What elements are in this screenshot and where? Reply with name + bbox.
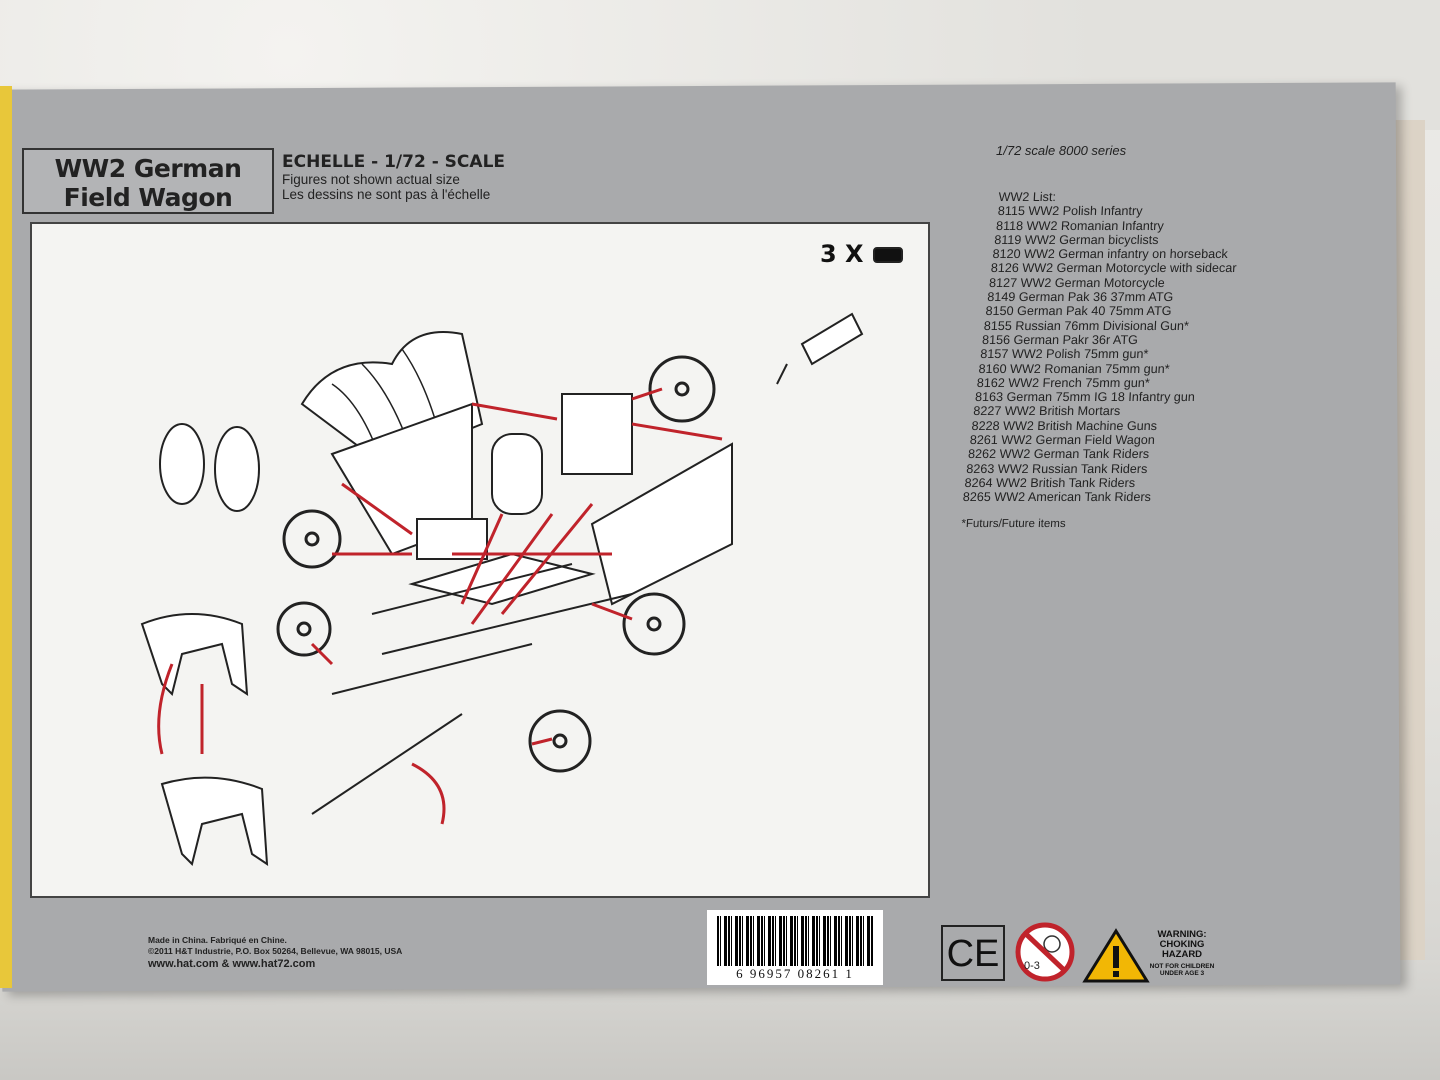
quantity-label: 3 X (820, 240, 864, 268)
box-yellow-edge (0, 86, 12, 988)
warning-detail: NOT FOR CHILDREN UNDER AGE 3 (1149, 963, 1215, 977)
barcode-bars (717, 916, 873, 966)
product-title: WW2 German Field Wagon (22, 148, 274, 214)
list-item: 8120 WW2 German infantry on horseback (992, 247, 1229, 262)
list-item: 8227 WW2 British Mortars (972, 404, 1121, 419)
list-item: 8155 Russian 76mm Divisional Gun* (983, 318, 1190, 333)
wagon-exploded-diagram (140, 247, 903, 866)
box-side (1395, 120, 1425, 960)
title-line-2: Field Wagon (63, 183, 233, 212)
list-item: 8119 WW2 German bicyclists (993, 232, 1159, 247)
list-item: 8263 WW2 Russian Tank Riders (965, 461, 1148, 476)
scale-note-fr: Les dessins ne sont pas à l'échelle (282, 187, 491, 202)
list-item: 8262 WW2 German Tank Riders (967, 447, 1150, 462)
scale-info: ECHELLE - 1/72 - SCALE Figures not shown… (282, 152, 505, 202)
age-label: 0-3 (1024, 960, 1040, 972)
warning-triangle-icon (1082, 928, 1150, 983)
list-item: 8264 WW2 British Tank Riders (964, 475, 1136, 490)
manufacturer-info: Made in China. Fabriqué en Chine. ©2011 … (148, 935, 402, 970)
list-item: 8126 WW2 German Motorcycle with sidecar (990, 261, 1237, 276)
list-item: 8149 German Pak 36 37mm ATG (986, 290, 1174, 305)
list-heading: WW2 List: (998, 190, 1057, 204)
list-item: 8118 WW2 Romanian Infantry (995, 218, 1165, 233)
warning-hazard: CHOKING HAZARD (1159, 939, 1205, 960)
no-children-icon: 0-3 (1015, 922, 1075, 982)
series-label: 1/72 scale 8000 series (996, 143, 1127, 158)
future-note: *Futurs/Future items (961, 517, 1066, 530)
copyright: ©2011 H&T Industrie, P.O. Box 50264, Bel… (148, 946, 403, 956)
list-item: 8228 WW2 British Machine Guns (971, 418, 1158, 433)
list-item: 8157 WW2 Polish 75mm gun* (979, 347, 1149, 362)
car-icon (873, 247, 903, 263)
seat-parts (416, 393, 633, 560)
assembly-arrows (157, 387, 723, 825)
list-item: 8261 WW2 German Field Wagon (969, 433, 1156, 448)
ce-mark: CE (941, 925, 1005, 981)
barcode: 6 96957 08261 1 (707, 910, 883, 985)
assembly-illustration (30, 222, 930, 898)
list-item: 8127 WW2 German Motorcycle (988, 275, 1166, 290)
choking-warning: WARNING: CHOKING HAZARD NOT FOR CHILDREN… (1148, 929, 1216, 978)
figures-and-horses (140, 423, 269, 866)
list-item: 8115 WW2 Polish Infantry (997, 204, 1143, 219)
barcode-number: 6 96957 08261 1 (736, 966, 854, 981)
wheels (276, 355, 716, 773)
list-item: 8150 German Pak 40 75mm ATG (985, 304, 1172, 319)
list-item: 8163 German 75mm IG 18 Infantry gun (974, 390, 1196, 405)
websites: www.hat.com & www.hat72.com (148, 958, 316, 970)
list-item: 8265 WW2 American Tank Riders (962, 490, 1152, 505)
made-in: Made in China. Fabriqué en Chine. (148, 935, 287, 945)
scale-heading: ECHELLE - 1/72 - SCALE (282, 152, 506, 172)
list-item: 8156 German Pakr 36r ATG (981, 332, 1139, 347)
scale-note-en: Figures not shown actual size (282, 172, 460, 187)
warning-title: WARNING: (1157, 929, 1207, 940)
title-line-1: WW2 German (54, 154, 242, 183)
glue-tube-icon (776, 312, 864, 385)
list-item: 8160 WW2 Romanian 75mm gun* (978, 361, 1171, 376)
list-item: 8162 WW2 French 75mm gun* (976, 375, 1151, 390)
